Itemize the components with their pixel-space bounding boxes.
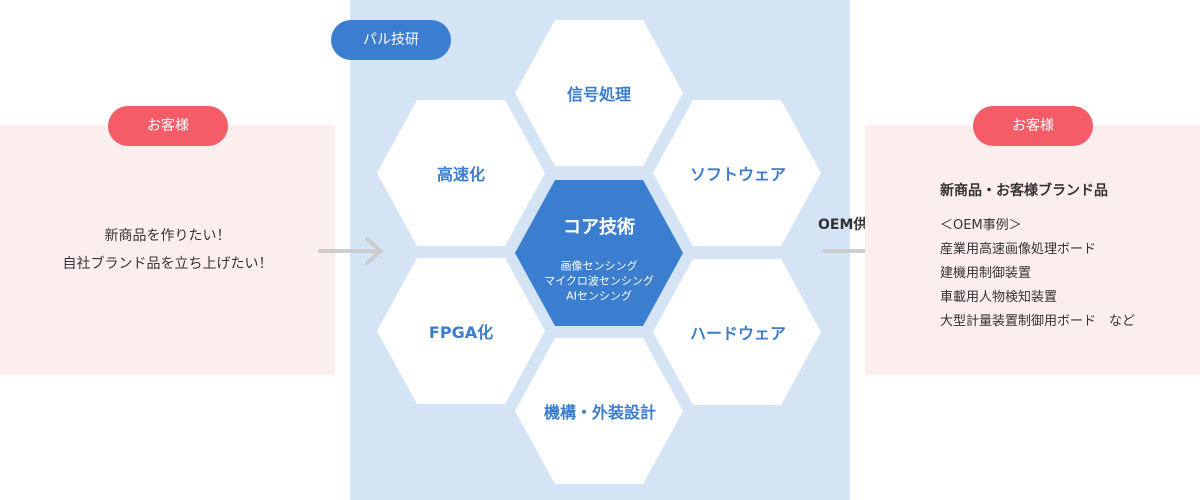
hex-label-mechanical-design: 機構・外装設計 <box>543 403 657 422</box>
customer-panel-left <box>0 125 335 375</box>
arrow-right-icon <box>318 237 383 265</box>
hex-signal-processing <box>515 20 683 166</box>
hex-hardware <box>653 259 821 405</box>
customer-need-line: 新商品を作りたい！ <box>104 228 231 244</box>
hex-label-fpga: FPGA化 <box>428 323 494 342</box>
customer-panel-right <box>865 125 1200 375</box>
oem-example-item: 産業用高速画像処理ボード <box>940 242 1097 257</box>
customer-badge-left: お客様 <box>108 106 228 146</box>
hex-mechanical-design <box>515 338 683 484</box>
oem-example-item: 車載用人物検知装置 <box>940 290 1058 305</box>
hex-speed-up <box>377 100 545 246</box>
oem-examples: ＜OEM事例＞ 産業用高速画像処理ボード 建機用制御装置 車載用人物検知装置 大… <box>940 214 1135 334</box>
customer-needs: 新商品を作りたい！ 自社ブランド品を立ち上げたい！ <box>0 222 335 278</box>
core-technology-item: 画像センシング <box>560 259 638 273</box>
oem-examples-heading: ＜OEM事例＞ <box>940 218 1022 233</box>
hex-label-software: ソフトウェア <box>689 165 787 184</box>
hex-core-technology <box>515 180 683 326</box>
hex-label-hardware: ハードウェア <box>689 324 787 343</box>
core-technology-item: AIセンシング <box>566 289 632 303</box>
hex-label-signal-processing: 信号処理 <box>566 85 632 104</box>
core-technology-items: 画像センシング マイクロ波センシング AIセンシング <box>544 259 654 304</box>
oem-example-item: 大型計量装置制御用ボード など <box>940 314 1136 329</box>
core-technology-title: コア技術 <box>563 217 635 238</box>
product-title: 新商品・お客様ブランド品 <box>940 183 1108 199</box>
company-badge: パル技研 <box>331 20 451 60</box>
hex-software <box>653 100 821 246</box>
hex-label-speed-up: 高速化 <box>436 165 486 184</box>
core-technology-item: マイクロ波センシング <box>544 274 654 288</box>
oem-example-item: 建機用制御装置 <box>940 266 1032 281</box>
customer-badge-right: お客様 <box>973 106 1093 146</box>
customer-need-line: 自社ブランド品を立ち上げたい！ <box>62 256 273 272</box>
hex-fpga <box>377 258 545 404</box>
